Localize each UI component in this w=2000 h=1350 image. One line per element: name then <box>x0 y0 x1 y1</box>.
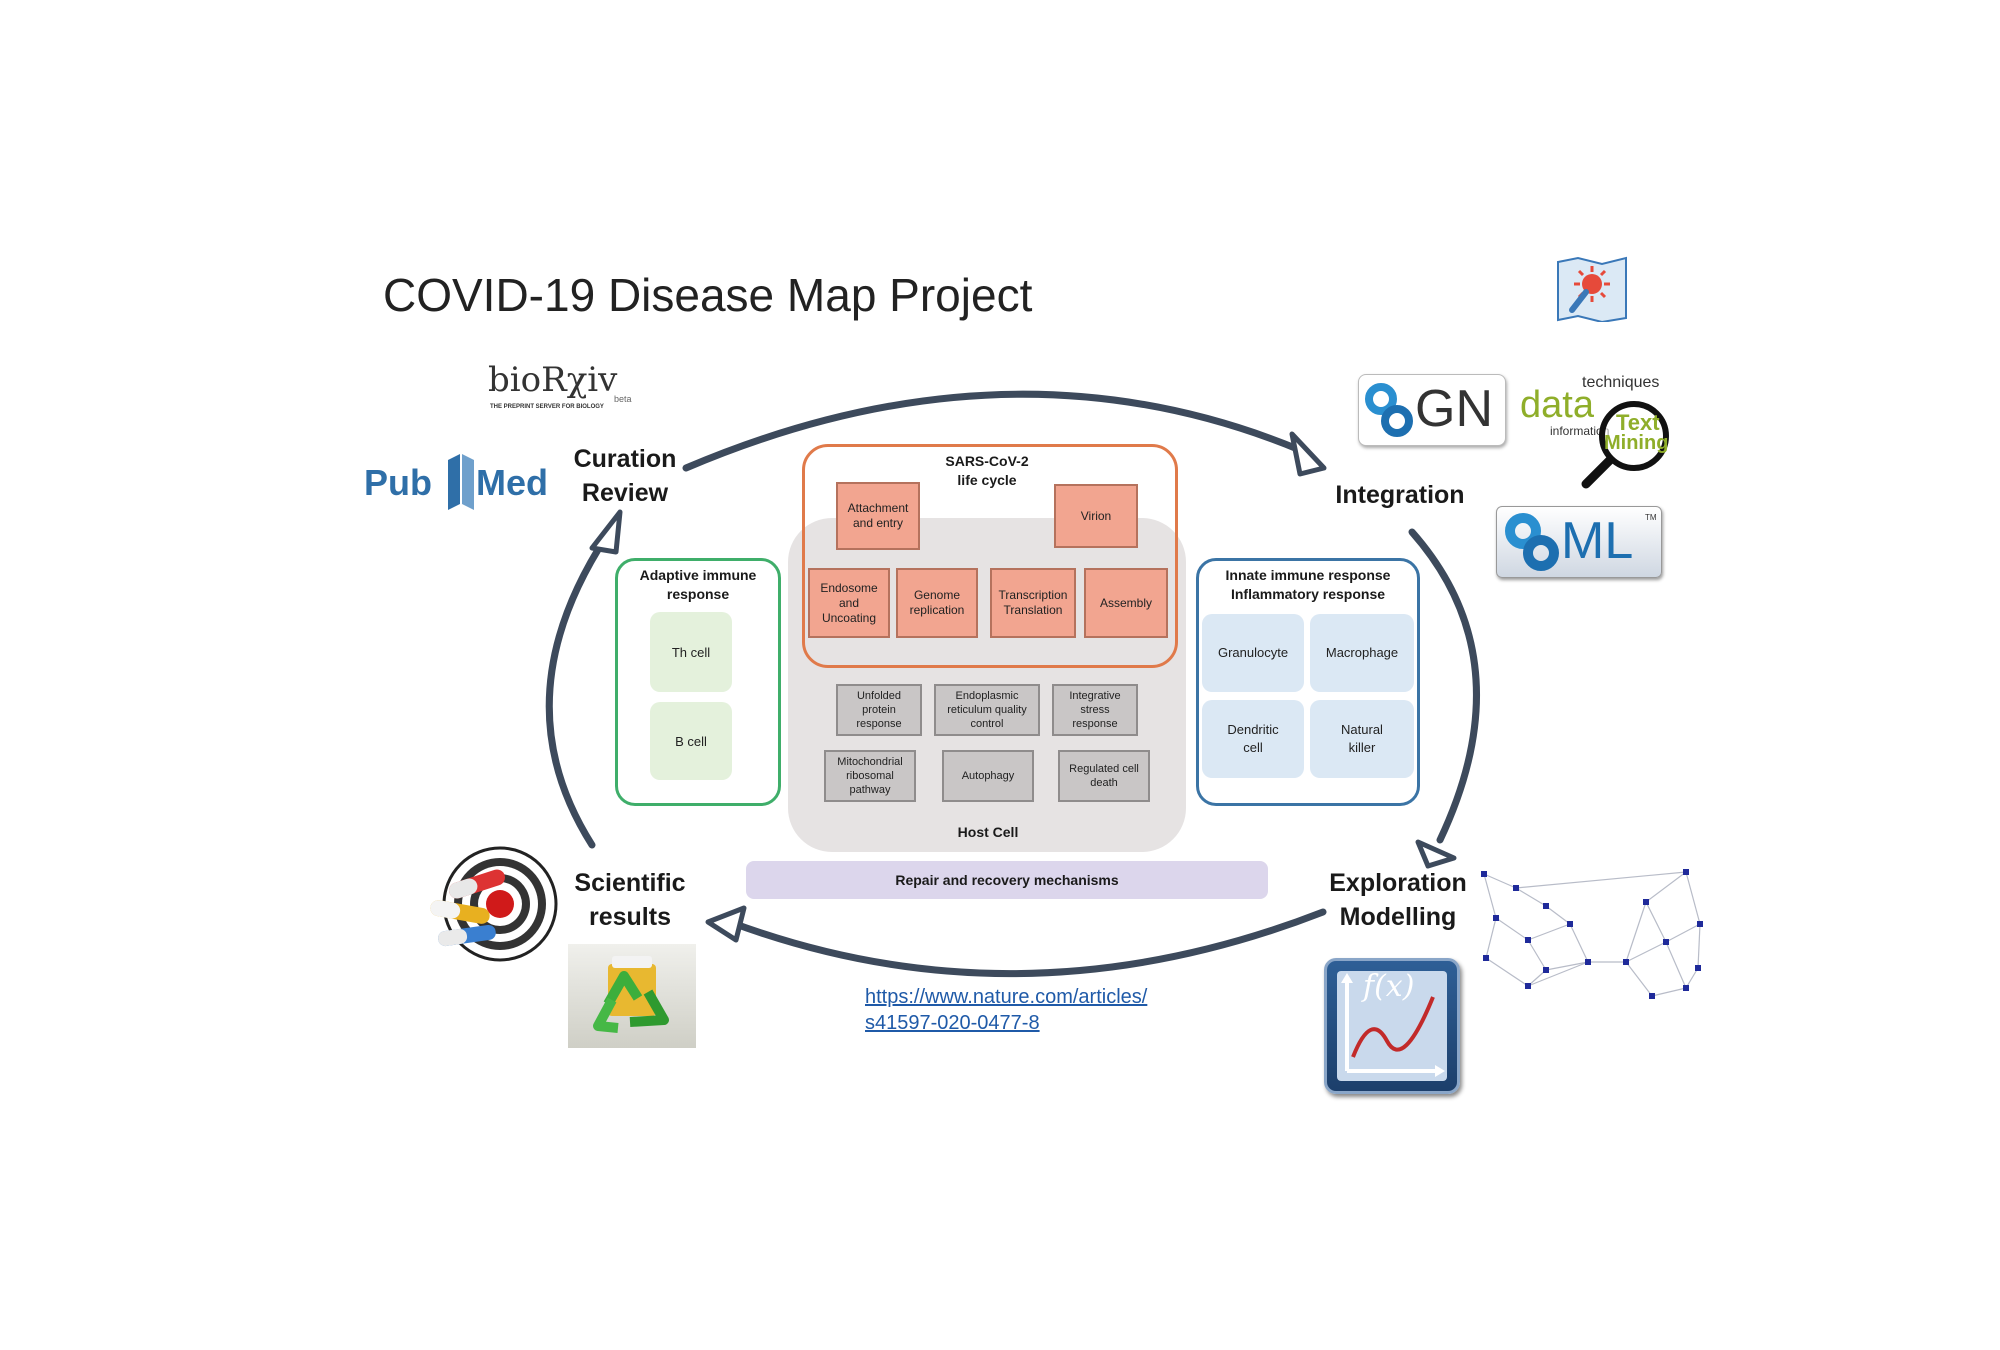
sars-cov2-lifecycle-frame <box>802 444 1178 668</box>
sbml-wordmark: ML <box>1561 512 1634 570</box>
step-assembly: Assembly <box>1084 568 1168 638</box>
arrow-scientific-to-curation <box>545 533 610 849</box>
arrowhead-exploration <box>1415 839 1457 869</box>
process-regulated-cell-death: Regulated cell death <box>1058 750 1150 802</box>
step-transcription-translation: Transcription Translation <box>990 568 1076 638</box>
cell-granulocyte: Granulocyte <box>1202 614 1304 692</box>
stage-integration: Integration <box>1335 481 1465 509</box>
biorxiv-tagline: THE PREPRINT SERVER FOR BIOLOGY <box>490 404 604 410</box>
process-autophagy: Autophagy <box>942 750 1034 802</box>
sbgn-logo: GN <box>1358 374 1506 446</box>
adaptive-immune-title: Adaptive immune response <box>639 567 757 602</box>
innate-immune-panel <box>1196 558 1420 806</box>
pubmed-pub: Pub <box>364 462 432 503</box>
disease-map-icon <box>1557 256 1627 322</box>
nature-article-link[interactable]: https://www.nature.com/articles/ s41597-… <box>865 986 1148 1034</box>
process-unfolded-protein: Unfolded protein response <box>836 684 922 736</box>
step-genome-replication: Genome replication <box>896 568 978 638</box>
adaptive-immune-panel <box>615 558 781 806</box>
biorxiv-logo: bioRχiv beta THE PREPRINT SERVER FOR BIO… <box>486 360 646 416</box>
textmining-word-mining: Mining <box>1604 432 1669 454</box>
arrow-curation-to-integration <box>682 390 1304 472</box>
arrowhead-integration <box>1289 431 1327 477</box>
process-integrative-stress: Integrative stress response <box>1052 684 1138 736</box>
recycle-icon <box>593 956 669 1033</box>
stage-curation-review: Curation Review <box>573 445 677 507</box>
host-cell-label: Host Cell <box>957 824 1019 840</box>
sbgn-wordmark: GN <box>1415 380 1493 438</box>
magnifier-icon <box>1581 401 1669 489</box>
stage-exploration-modelling: Exploration Modelling <box>1329 869 1467 931</box>
sars-lifecycle-title: SARS-CoV-2 life cycle <box>945 453 1029 488</box>
pubmed-med: Med <box>476 462 548 503</box>
step-attachment-entry: Attachment and entry <box>836 482 920 550</box>
textmining-word-techniques: techniques <box>1582 374 1660 391</box>
cell-b: B cell <box>650 702 732 780</box>
drug-repurposing-icon <box>568 944 696 1048</box>
cell-macrophage: Macrophage <box>1310 614 1414 692</box>
cell-dendritic: Dendritic cell <box>1202 700 1304 778</box>
arrowhead-curation <box>589 509 623 555</box>
textmining-word-text: Text <box>1616 410 1660 435</box>
network-graph-icon <box>1481 869 1703 999</box>
sbml-trademark: TM <box>1645 513 1657 522</box>
function-modelling-icon: f(x) <box>1324 958 1460 1094</box>
biorxiv-wordmark: bioRχiv <box>488 360 618 400</box>
arrow-integration-to-exploration <box>1408 528 1480 844</box>
arrow-exploration-to-scientific <box>726 908 1327 978</box>
textmining-word-data: data <box>1520 384 1594 426</box>
pubmed-logo: Pub Med <box>364 448 548 514</box>
cell-natural-killer: Natural killer <box>1310 700 1414 778</box>
page-title: COVID-19 Disease Map Project <box>383 269 1033 321</box>
textmining-word-information: information <box>1550 424 1610 438</box>
arrowhead-scientific <box>705 905 747 943</box>
fx-label: f(x) <box>1363 969 1415 1004</box>
repair-recovery-bar: Repair and recovery mechanisms <box>746 861 1268 899</box>
stage-scientific-results: Scientific results <box>574 869 686 931</box>
process-er-quality-control: Endoplasmic reticulum quality control <box>934 684 1040 736</box>
text-mining-logo: techniques data information Text Mining <box>1520 372 1676 490</box>
biorxiv-beta: beta <box>614 394 632 404</box>
step-endosome-uncoating: Endosome and Uncoating <box>808 568 890 638</box>
sbgn-knot-icon <box>1365 383 1413 437</box>
step-virion: Virion <box>1054 484 1138 548</box>
pubmed-book-icon <box>448 454 474 510</box>
innate-immune-title: Innate immune response Inflammatory resp… <box>1225 567 1391 602</box>
sbml-knot-icon <box>1505 513 1559 571</box>
fx-graph-icon <box>1341 973 1445 1077</box>
sbml-logo: ML TM <box>1496 506 1662 578</box>
drug-target-icon <box>430 846 558 962</box>
cell-th: Th cell <box>650 612 732 692</box>
fx-canvas <box>1337 971 1447 1081</box>
process-mitochondrial-ribosomal: Mitochondrial ribosomal pathway <box>824 750 916 802</box>
